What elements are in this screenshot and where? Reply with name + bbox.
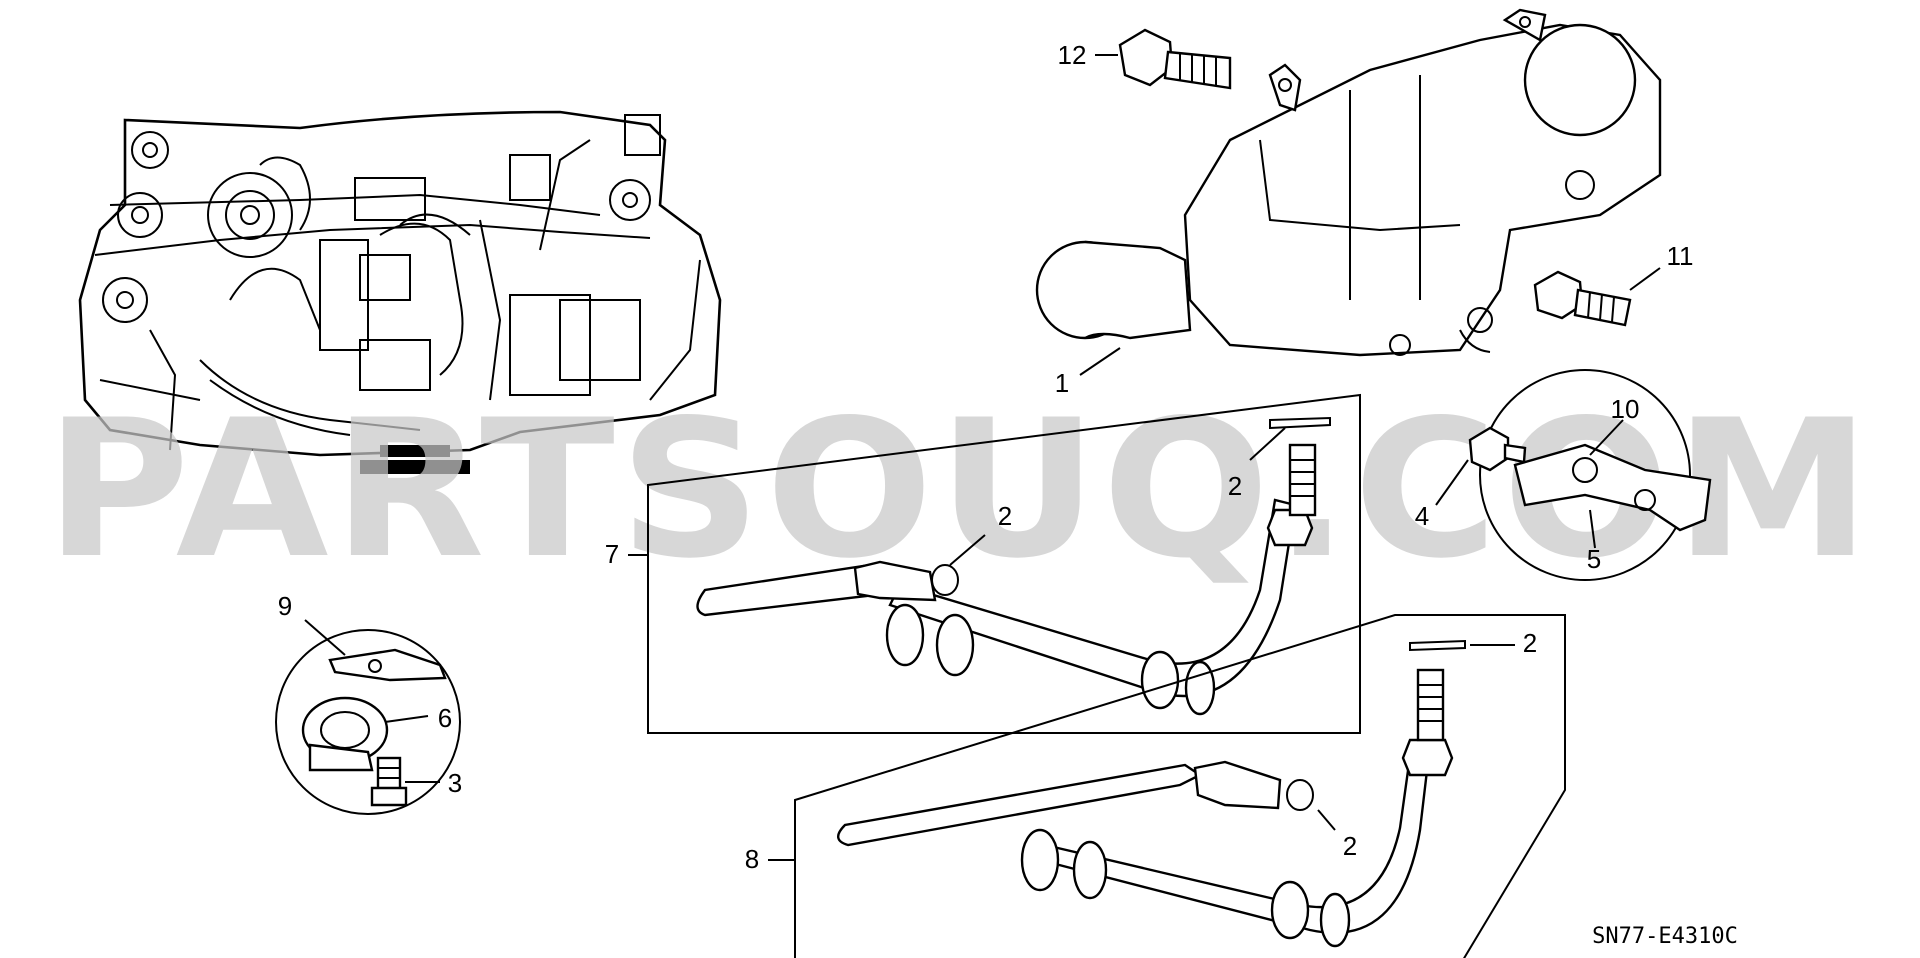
callout-2-hose8: 2: [1343, 831, 1357, 861]
callout-12: 12: [1058, 40, 1087, 70]
bolt-11: [1533, 270, 1632, 327]
callout-8: 8: [745, 844, 759, 874]
valve-body-1: [1035, 8, 1662, 357]
bracket-9: [328, 648, 447, 682]
bolt-12: [1118, 28, 1232, 90]
hose-8-frame: [794, 614, 1566, 958]
callout-1: 1: [1055, 368, 1069, 398]
clamp-10: [1513, 443, 1712, 532]
bolt-4: [1468, 426, 1527, 472]
detail-circle-clamp: [1479, 369, 1691, 581]
callout-2-right: 2: [1523, 628, 1537, 658]
callout-4: 4: [1415, 501, 1429, 531]
hose-8: [837, 639, 1466, 948]
callout-9: 9: [278, 591, 292, 621]
callout-5: 5: [1587, 544, 1601, 574]
grommet-6: [301, 696, 389, 772]
callout-6: 6: [438, 703, 452, 733]
callout-7: 7: [605, 539, 619, 569]
hose-7-frame: [647, 393, 1361, 734]
engine-bay-illustration: [78, 110, 722, 474]
bolt-3: [370, 756, 408, 807]
hose-7: [696, 416, 1331, 716]
detail-circle-grommet: [275, 629, 461, 815]
drawing-code: SN77-E4310C: [1592, 924, 1738, 949]
callout-11: 11: [1667, 241, 1694, 271]
callout-2-hose7: 2: [998, 501, 1012, 531]
callout-2-top: 2: [1228, 471, 1242, 501]
callout-10: 10: [1611, 394, 1640, 424]
callout-3: 3: [448, 768, 462, 798]
